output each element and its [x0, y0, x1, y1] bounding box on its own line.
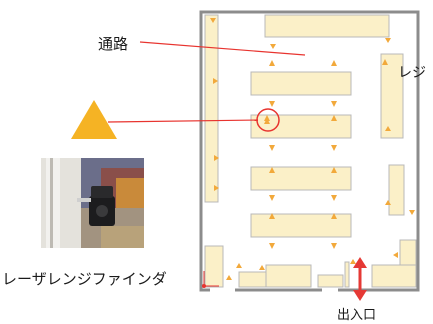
laser-rangefinder-photo	[41, 158, 144, 248]
triangle-icon	[269, 101, 275, 107]
triangle-icon	[331, 195, 337, 201]
triangle-icon	[269, 195, 275, 201]
shelf-row-4	[250, 213, 352, 238]
triangle-icon	[226, 275, 232, 280]
triangle-icon	[385, 200, 391, 205]
axes-mark	[203, 271, 219, 287]
triangle-icon	[409, 210, 415, 215]
store-wall	[199, 10, 420, 292]
triangle-icon	[331, 60, 337, 66]
triangle-icon	[331, 167, 337, 173]
triangle-icon	[214, 185, 219, 191]
shelf-bottom-right	[371, 264, 417, 288]
triangle-icon	[259, 265, 265, 270]
triangle-icon	[331, 101, 337, 107]
triangle-icon	[214, 155, 219, 161]
triangle-icon	[331, 213, 337, 219]
aisle-label: 通路	[98, 35, 129, 53]
sensor-markers	[210, 18, 415, 280]
origin-dot	[202, 284, 206, 288]
shelf-top-left	[204, 14, 219, 203]
shelf-right-register	[380, 53, 404, 139]
triangle-icon	[269, 243, 275, 249]
highlighted-triangle-icon	[264, 118, 270, 124]
rangefinder-label: レーザレンジファインダ	[2, 270, 167, 288]
shelf-bottom-a	[238, 271, 270, 288]
triangle-icon	[382, 59, 388, 65]
triangle-icon	[71, 100, 117, 139]
shelf-bottom-c	[317, 274, 344, 288]
triangle-icon	[270, 44, 276, 49]
triangle-icon	[269, 167, 275, 173]
triangle-icon	[210, 18, 216, 23]
register-label: レジ	[398, 65, 426, 81]
aisle-pointer-line	[139, 41, 306, 56]
shelves	[204, 14, 417, 288]
triangle-icon	[385, 38, 391, 43]
shelf-top-wide	[264, 14, 390, 38]
shelf-bottom-b	[265, 264, 312, 288]
triangle-icon	[385, 126, 391, 131]
shelf-row-3	[250, 166, 352, 191]
triangle-icon	[331, 243, 337, 249]
triangle-icon	[269, 60, 275, 66]
shelf-row-2	[250, 114, 352, 139]
double-arrow-icon	[353, 257, 367, 301]
triangle-icon	[331, 115, 337, 121]
triangle-icon	[213, 78, 218, 84]
entrance-label: 出入口	[337, 308, 377, 323]
triangle-icon	[331, 145, 337, 151]
triangle-icon	[393, 252, 398, 258]
shelf-right-lower	[388, 164, 405, 216]
triangle-icon	[350, 259, 356, 264]
shelf-bottom-d	[344, 261, 350, 288]
triangle-icon	[269, 213, 275, 219]
shelf-row-1	[250, 71, 352, 96]
sensor-pointer-line	[107, 119, 259, 123]
triangle-icon	[236, 263, 242, 268]
shelf-bottom-left	[204, 245, 224, 288]
triangle-icon	[269, 145, 275, 151]
shelf-right-bottom	[399, 239, 417, 266]
